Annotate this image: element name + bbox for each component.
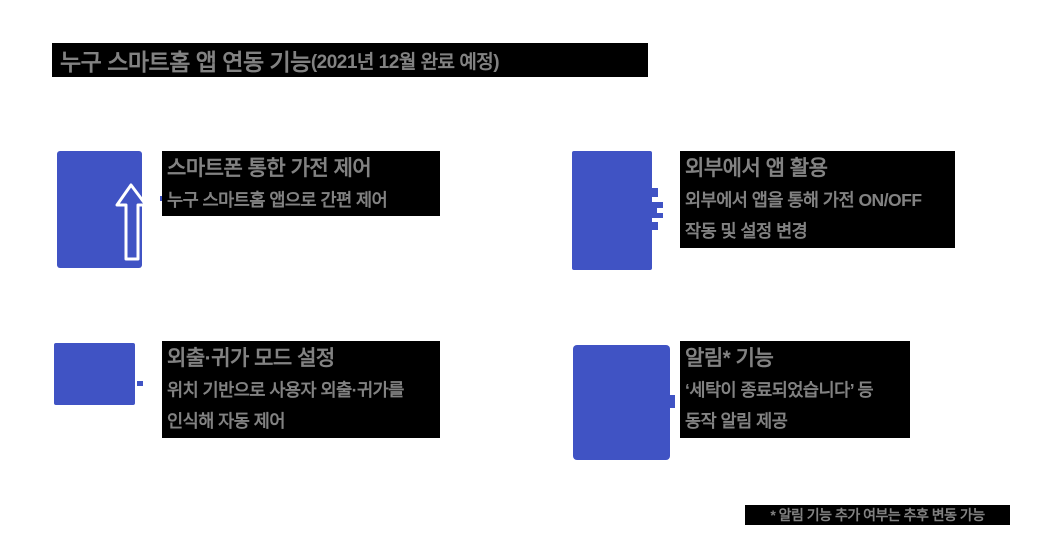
- page-title: 누구 스마트홈 앱 연동 기능(2021년 12월 완료 예정): [52, 43, 648, 77]
- page-title-suffix: (2021년 12월 완료 예정): [310, 51, 500, 73]
- feature-title: 알림* 기능: [685, 347, 774, 370]
- feature-desc-line: 작동 및 설정 변경: [685, 221, 808, 241]
- feature-title: 스마트폰 통한 가전 제어: [167, 157, 372, 180]
- feature-smartphone-control: 스마트폰 통한 가전 제어 누구 스마트홈 앱으로 간편 제어: [162, 151, 440, 216]
- feature-title: 외부에서 앱 활용: [685, 157, 828, 180]
- feature-desc-line: 인식해 자동 제어: [167, 411, 285, 431]
- feature-desc-line: 외부에서 앱을 통해 가전 ON/OFF: [685, 190, 922, 210]
- feature-desc-line: ‘세탁이 종료되었습니다’ 등: [685, 380, 874, 400]
- feature-title: 외출·귀가 모드 설정: [167, 347, 335, 370]
- notification-alert-icon: [573, 345, 675, 460]
- smartphone-tap-icon: [57, 151, 169, 268]
- location-mode-icon: [54, 343, 143, 405]
- feature-desc-line: 누구 스마트홈 앱으로 간편 제어: [167, 190, 388, 210]
- feature-desc-line: 위치 기반으로 사용자 외출·귀가를: [167, 380, 404, 400]
- feature-notification: 알림* 기능 ‘세탁이 종료되었습니다’ 등 동작 알림 제공: [680, 341, 910, 438]
- page-title-text: 누구 스마트홈 앱 연동 기능: [60, 49, 311, 75]
- feature-desc-line: 동작 알림 제공: [685, 411, 788, 431]
- feature-external-app-use: 외부에서 앱 활용 외부에서 앱을 통해 가전 ON/OFF 작동 및 설정 변…: [680, 151, 955, 248]
- phone-settings-gear-icon: [572, 151, 667, 270]
- feature-away-home-mode: 외출·귀가 모드 설정 위치 기반으로 사용자 외출·귀가를 인식해 자동 제어: [162, 341, 440, 438]
- footnote: * 알림 기능 추가 여부는 추후 변동 가능: [745, 505, 1010, 525]
